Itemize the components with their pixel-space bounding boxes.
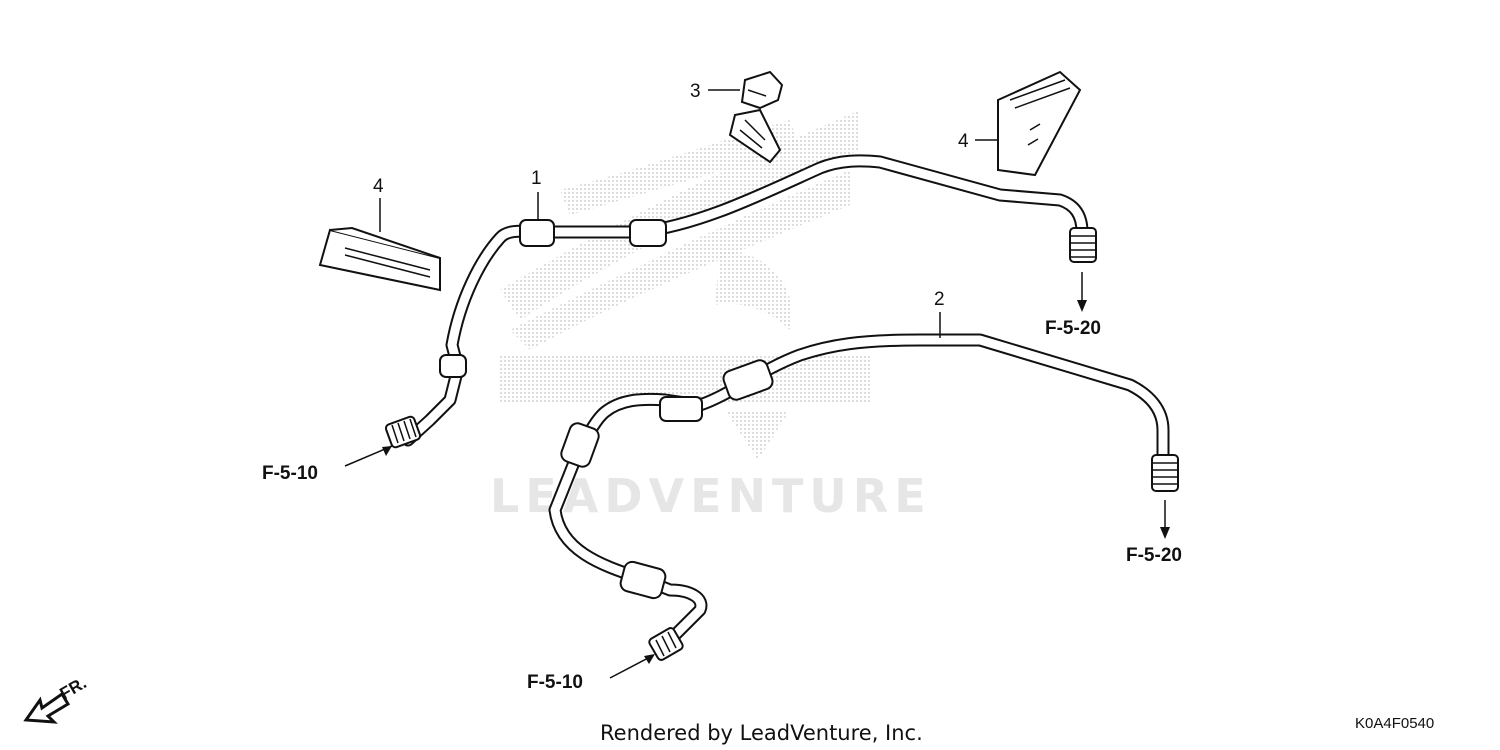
pipe-1-grommet: [519, 219, 555, 247]
pipe-cover-4-right: [997, 70, 1082, 177]
callout-4-right: 4: [958, 131, 969, 152]
brake-pipe-1: [384, 154, 1097, 449]
pipe-1-front-fitting: [384, 415, 422, 449]
callout-2: 2: [934, 289, 945, 310]
callout-4-left: 4: [373, 176, 384, 197]
pipe-1-grommet: [439, 354, 467, 378]
callout-3: 3: [690, 81, 701, 102]
pipe-1-grommet: [629, 219, 667, 247]
ref-pipe-2-front[interactable]: F-5-10: [527, 672, 583, 693]
pipe-2-grommet: [560, 422, 600, 468]
ref-pipe-2-rear[interactable]: F-5-20: [1126, 545, 1182, 566]
ref-pipe-1-rear[interactable]: F-5-20: [1045, 318, 1101, 339]
pipe-2-rear-fitting: [1151, 454, 1179, 492]
diagram-code: K0A4F0540: [1355, 715, 1434, 732]
front-direction-indicator: FR.: [23, 673, 90, 724]
leader-lines: [344, 89, 1170, 679]
ref-pipe-1-front[interactable]: F-5-10: [262, 463, 318, 484]
callout-1: 1: [531, 168, 542, 189]
pipe-2-grommet: [619, 560, 667, 600]
pipe-cover-4-left: [318, 226, 441, 292]
pipe-2-grommet: [659, 396, 703, 422]
render-credit: Rendered by LeadVenture, Inc.: [600, 721, 923, 745]
pipe-1-rear-fitting: [1069, 227, 1097, 263]
pipe-2-front-fitting: [648, 627, 684, 661]
pipe-2-grommet: [722, 359, 774, 401]
brake-pipe-2: [548, 333, 1179, 661]
pipe-clip-3: [728, 70, 784, 164]
